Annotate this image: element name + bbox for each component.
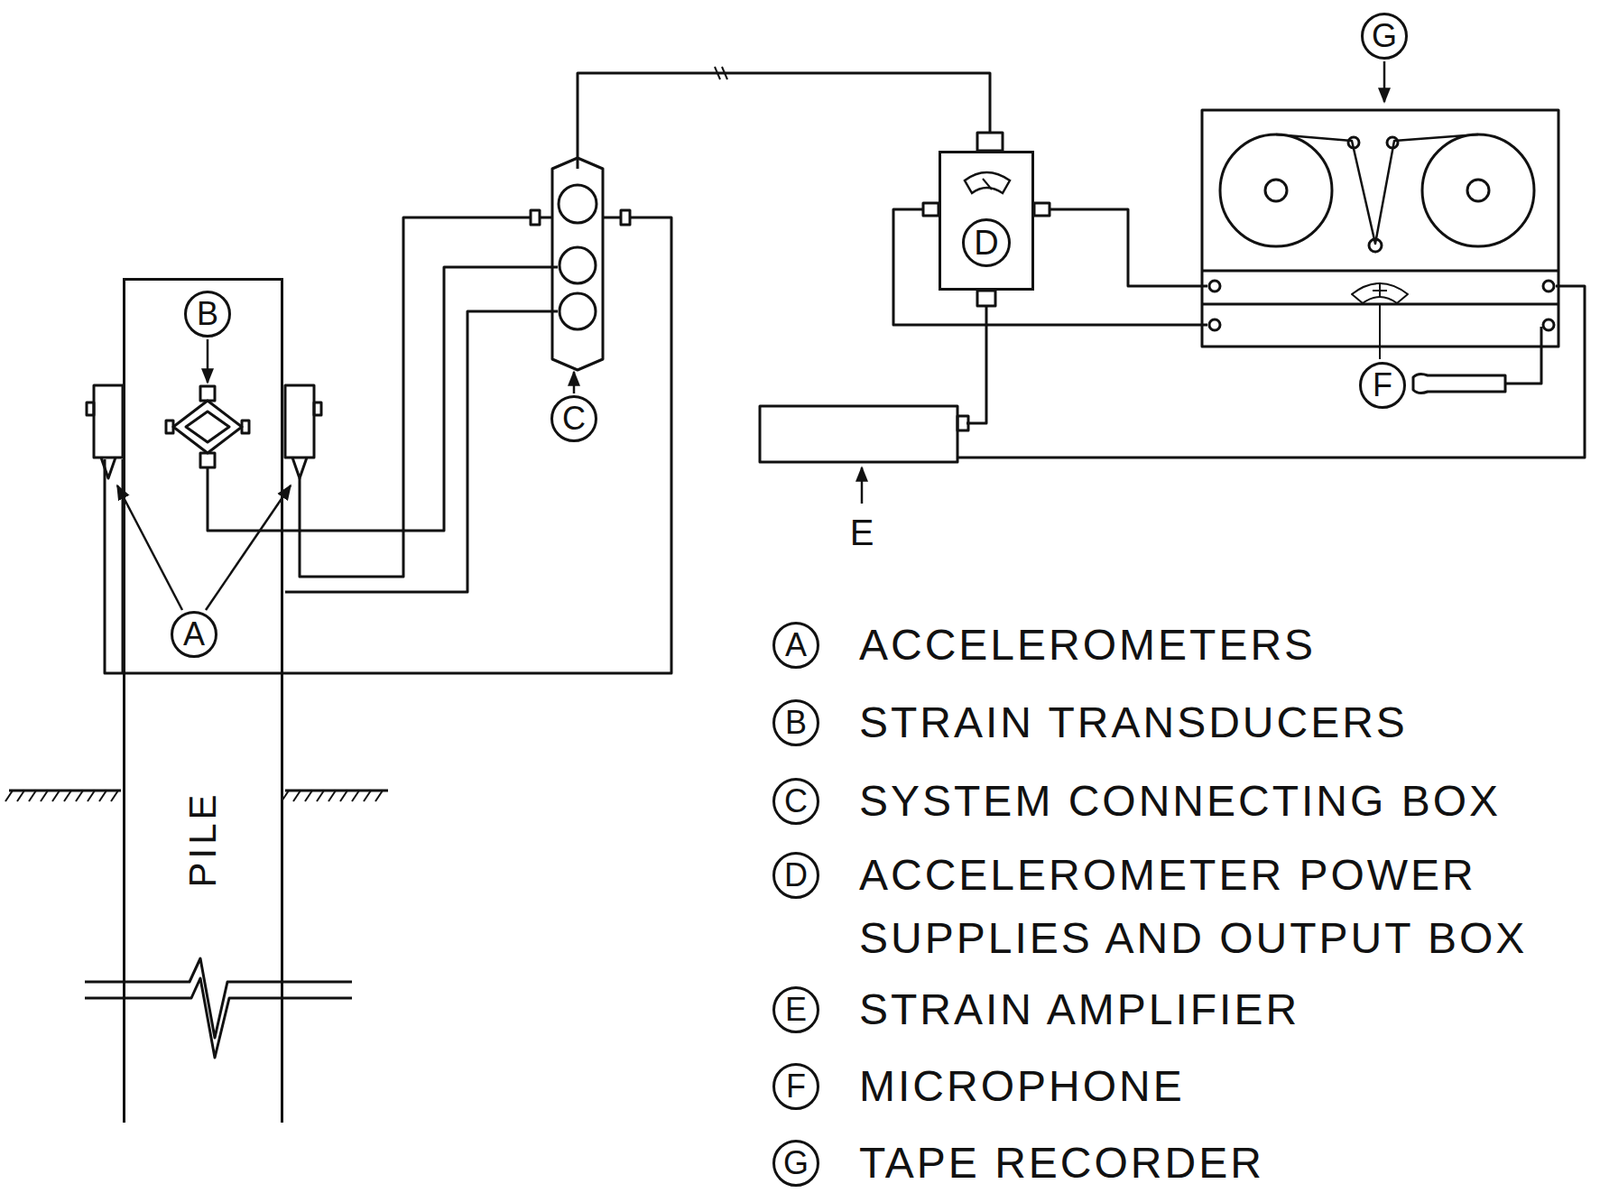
legend-letter: A — [772, 621, 820, 669]
callout-letter: A — [170, 610, 218, 658]
legend-letter: F — [772, 1063, 820, 1110]
legend-letter: E — [772, 986, 820, 1034]
callout-text: E — [848, 511, 877, 554]
legend-letter: D — [772, 851, 820, 899]
callout-letter: C — [550, 395, 598, 443]
pile-label: PILE — [181, 790, 225, 888]
pile-band: PILE — [122, 277, 284, 1123]
power-supply-wiring — [893, 132, 1208, 424]
legend-letter: C — [772, 777, 820, 825]
connecting-box — [530, 157, 630, 370]
legend-text: STRAIN AMPLIFIER — [859, 978, 1593, 1042]
legend-text: STRAIN TRANSDUCERS — [859, 691, 1593, 755]
power-supply-box: D — [938, 150, 1035, 291]
accelerometer-bracket — [104, 217, 672, 674]
strain-amplifier — [759, 286, 1585, 463]
callout-letter: D — [961, 218, 1011, 268]
legend-text: SYSTEM CONNECTING BOX — [859, 769, 1593, 833]
legend-letter: B — [772, 699, 820, 747]
meter-symbol — [941, 160, 1032, 206]
legend-text: ACCELEROMETERS — [859, 613, 1593, 677]
callout-letter: B — [184, 290, 232, 338]
callout-letter: F — [1359, 361, 1406, 409]
legend-letter: G — [772, 1139, 820, 1187]
callout-letter: G — [1360, 12, 1408, 60]
legend-text: MICROPHONE — [859, 1054, 1593, 1119]
legend-text: TAPE RECORDER — [859, 1131, 1593, 1193]
microphone — [1413, 326, 1542, 394]
leader-arrow — [117, 61, 1385, 611]
tape-recorder — [1202, 110, 1559, 360]
legend-text: ACCELEROMETER POWER SUPPLIES AND OUTPUT … — [859, 843, 1593, 971]
accelerometer-symbol — [86, 385, 322, 479]
signal-wire — [207, 66, 990, 592]
strain-transducer-symbol — [166, 386, 250, 468]
